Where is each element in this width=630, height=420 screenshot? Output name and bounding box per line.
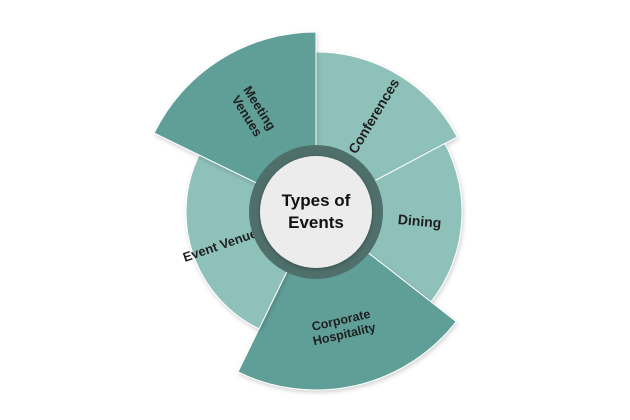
center-disc bbox=[260, 156, 372, 268]
segments-layer bbox=[153, 31, 463, 391]
label-dining: Dining bbox=[397, 211, 442, 231]
center-title-line-1: Types of bbox=[282, 191, 351, 210]
label-dining-line-1: Dining bbox=[397, 211, 442, 231]
center-title-line-2: Events bbox=[288, 213, 344, 232]
